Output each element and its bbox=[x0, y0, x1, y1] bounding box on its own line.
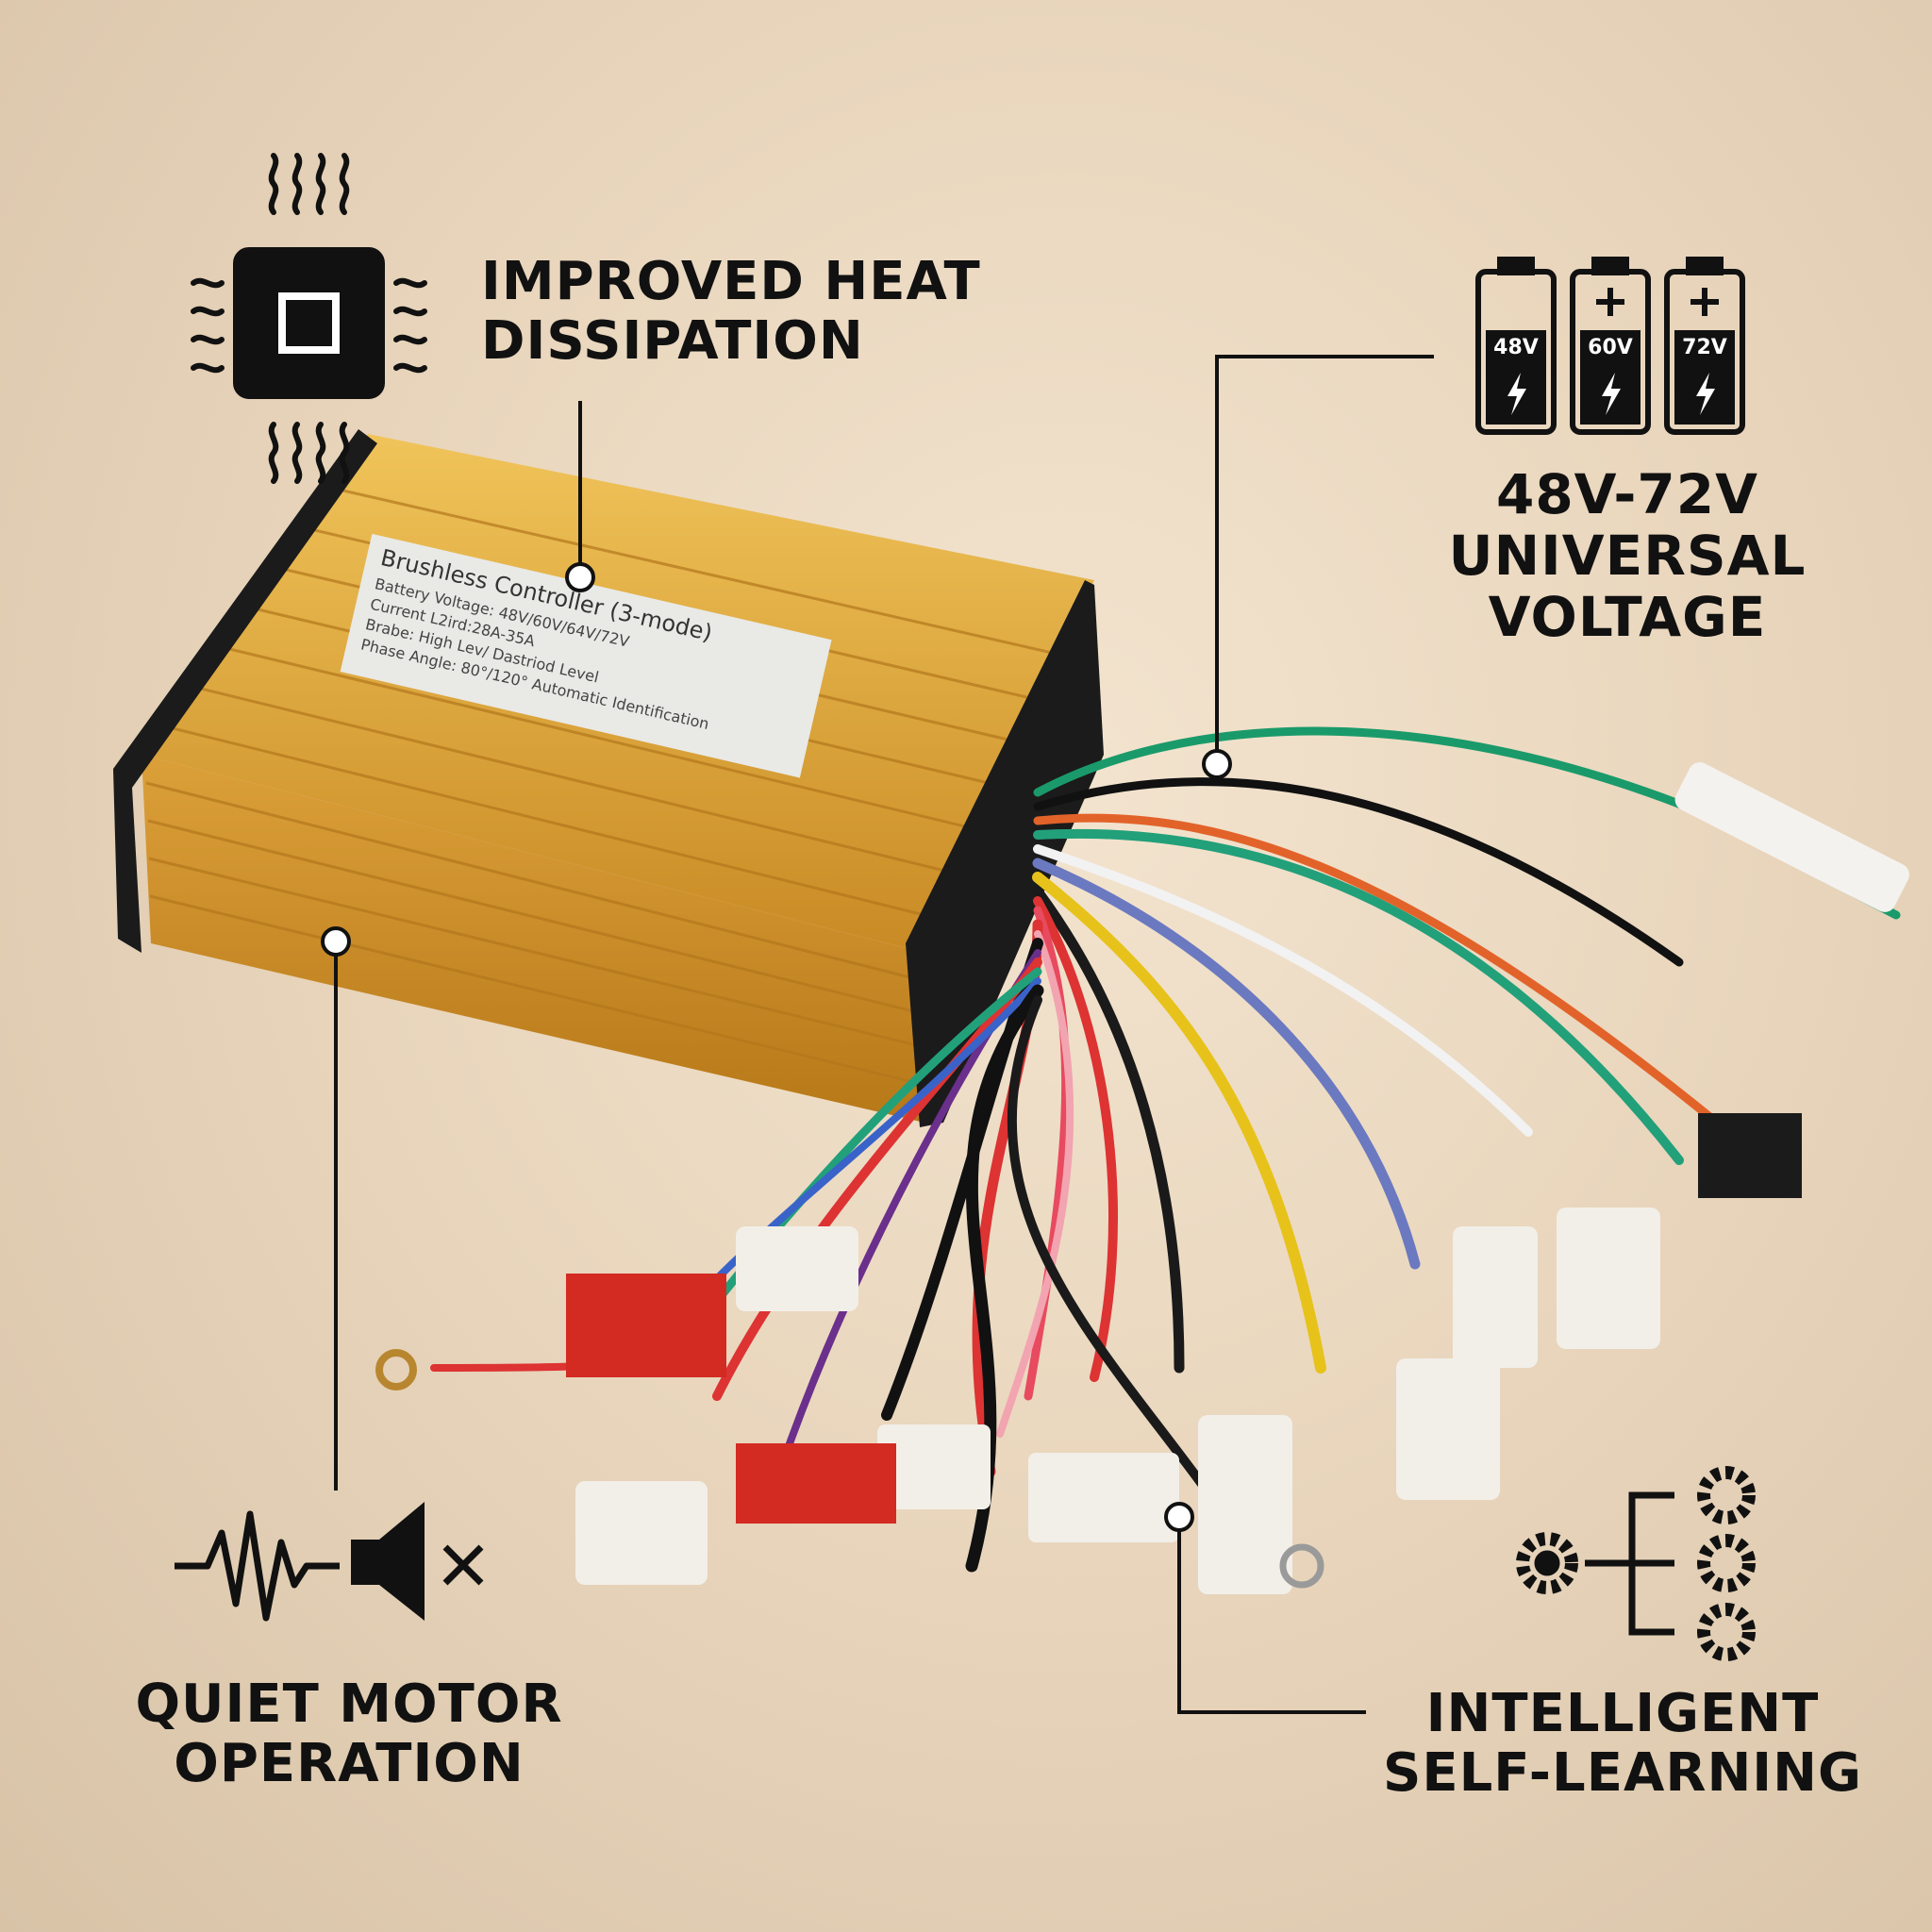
controller-housing bbox=[113, 429, 1104, 1127]
feature-quiet-line2: OPERATION bbox=[174, 1732, 525, 1794]
wire-harness bbox=[430, 726, 1901, 1573]
feature-learning-line2: SELF-LEARNING bbox=[1383, 1741, 1862, 1804]
spec-sticker: Brushless Controller (3-mode) Battery Vo… bbox=[340, 533, 832, 778]
battery-label-3: 72V bbox=[1682, 336, 1727, 359]
feature-quiet-line1: QUIET MOTOR bbox=[135, 1674, 563, 1735]
muted-speaker-icon bbox=[175, 1502, 484, 1622]
feature-voltage-line3: VOLTAGE bbox=[1488, 584, 1767, 649]
feature-voltage-line1: 48V-72V bbox=[1495, 462, 1759, 526]
feature-heat-line2: DISSIPATION bbox=[481, 309, 864, 372]
feature-voltage-line2: UNIVERSAL bbox=[1448, 523, 1807, 588]
leader-lines bbox=[321, 355, 1434, 1714]
connectors bbox=[375, 762, 1909, 1594]
feature-heat-title: IMPROVED HEAT DISSIPATION bbox=[481, 251, 981, 372]
feature-learning-title: INTELLIGENT SELF-LEARNING bbox=[1349, 1683, 1896, 1804]
battery-label-1: 48V bbox=[1493, 336, 1539, 359]
chip-heat-icon bbox=[191, 153, 427, 484]
feature-learning-line1: INTELLIGENT bbox=[1425, 1683, 1820, 1744]
battery-icon bbox=[1475, 257, 1745, 435]
feature-heat-line1: IMPROVED HEAT bbox=[481, 251, 981, 312]
battery-label-2: 60V bbox=[1588, 336, 1633, 359]
bolt-icons bbox=[1507, 373, 1715, 415]
feature-voltage-title: 48V-72V UNIVERSAL VOLTAGE bbox=[1424, 464, 1830, 648]
feature-quiet-title: QUIET MOTOR OPERATION bbox=[123, 1674, 575, 1794]
gear-branch-icon bbox=[1516, 1466, 1756, 1661]
